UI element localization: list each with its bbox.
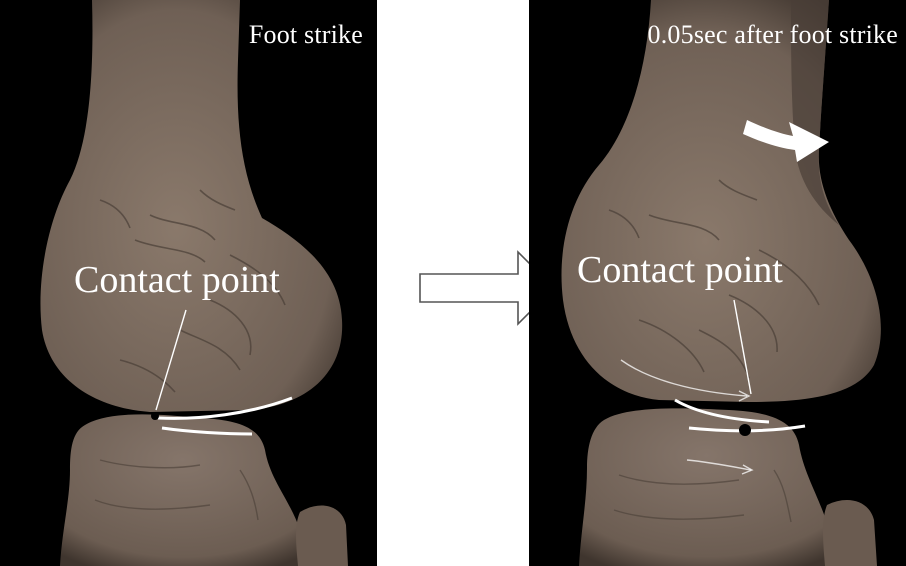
fibula-bone (823, 500, 877, 566)
contact-point-marker (739, 424, 751, 436)
left-contact-point-label: Contact point (74, 258, 280, 302)
femur-bone (40, 0, 342, 412)
right-contact-point-label: Contact point (577, 248, 783, 292)
fibula-bone (296, 506, 348, 566)
right-panel-after-strike: 0.05sec after foot strike Contact point (529, 0, 906, 566)
tibia-bone (579, 408, 834, 566)
left-panel-title: Foot strike (249, 20, 363, 50)
right-panel-title: 0.05sec after foot strike (648, 20, 898, 50)
tibia-bone (60, 414, 305, 566)
left-panel-foot-strike: Foot strike Contact point (0, 0, 377, 566)
contact-point-marker (151, 412, 159, 420)
